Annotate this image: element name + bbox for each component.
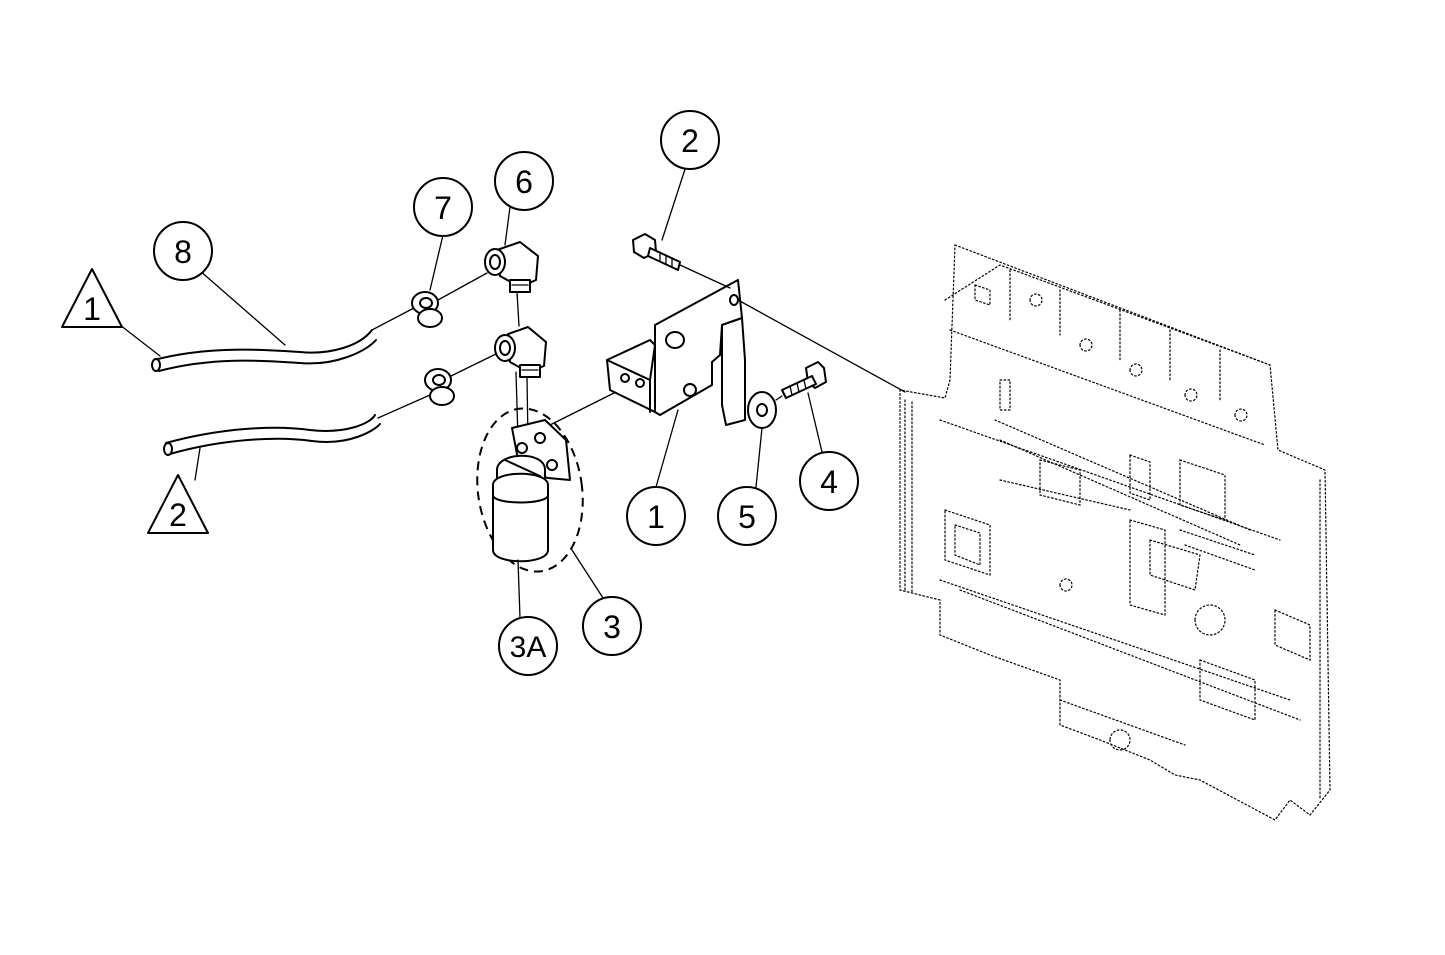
- flag-triangle-2: 2: [147, 474, 209, 534]
- mounting-bracket: [606, 279, 906, 426]
- bolt-upper: [632, 233, 731, 289]
- callout-2-bolt: 2: [660, 110, 720, 170]
- svg-text:7: 7: [434, 190, 452, 226]
- hose-clamp-upper: [411, 272, 488, 328]
- callout-1-bracket: 1: [626, 486, 686, 546]
- svg-text:2: 2: [169, 497, 187, 533]
- svg-text:2: 2: [681, 123, 699, 159]
- hose-lower: [163, 394, 431, 456]
- svg-text:8: 8: [174, 234, 192, 270]
- svg-text:4: 4: [820, 464, 838, 500]
- bolt-lower: [775, 361, 827, 401]
- callout-7-clamp: 7: [413, 177, 473, 237]
- callout-8-hose: 8: [153, 221, 213, 281]
- washer: [747, 391, 777, 429]
- mounting-panel: [899, 244, 1331, 821]
- svg-text:5: 5: [738, 499, 756, 535]
- callout-3-filter-assembly: 3: [582, 596, 642, 656]
- hose-clamp-lower: [424, 351, 501, 406]
- callout-6-elbow: 6: [494, 151, 554, 211]
- elbow-fitting-lower: [494, 291, 547, 441]
- callout-5-washer: 5: [717, 486, 777, 546]
- filter-assembly: [476, 389, 621, 573]
- svg-text:6: 6: [515, 164, 533, 200]
- callout-4-bolt: 4: [799, 451, 859, 511]
- svg-text:1: 1: [647, 499, 665, 535]
- hose-upper: [151, 307, 415, 372]
- leader-lines: [119, 159, 823, 619]
- flag-triangle-1: 1: [61, 268, 123, 328]
- callout-3a-filter-element: 3A: [498, 616, 558, 676]
- svg-text:3: 3: [603, 609, 621, 645]
- svg-text:3A: 3A: [510, 631, 547, 664]
- svg-text:1: 1: [83, 291, 101, 327]
- elbow-fitting-upper: [484, 241, 539, 293]
